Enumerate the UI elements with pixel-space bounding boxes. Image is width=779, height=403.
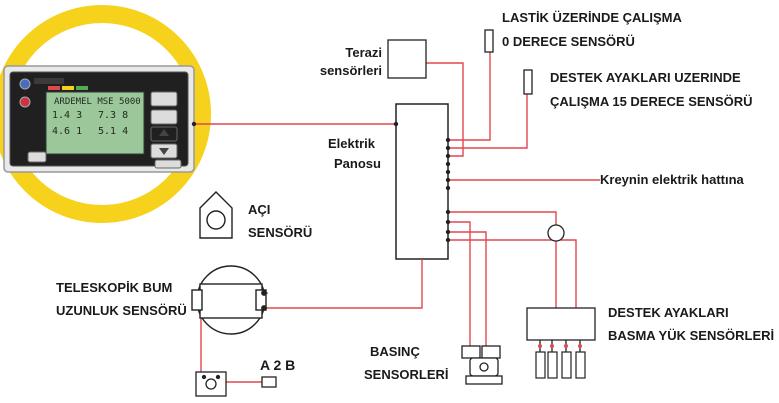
load-sensor-assembly — [526, 307, 596, 379]
label-panel-1: Elektrik — [328, 136, 375, 151]
a2b-switch — [195, 371, 277, 397]
label-lastik-2: 0 DERECE SENSÖRÜ — [502, 34, 635, 49]
panel-terminals — [191, 121, 451, 243]
test-button-icon — [27, 151, 47, 163]
label-basinc-1: BASINÇ — [370, 344, 420, 359]
menu-button-icon — [150, 109, 178, 125]
label-basinc-2: SENSORLERİ — [364, 367, 449, 382]
yellow-ring — [0, 5, 211, 223]
readout-1: 1.4 3 — [52, 110, 83, 121]
label-destek-calisma-2: ÇALIŞMA 15 DERECE SENSÖRÜ — [550, 94, 753, 109]
device-brand: ARDEMEL MSE 5000 — [54, 97, 141, 107]
elektrik-panosu-box — [395, 103, 449, 260]
destek-tilt-sensor — [523, 69, 533, 95]
lastik-tilt-sensor — [484, 29, 494, 53]
telescopic-boom-sensor — [191, 265, 267, 335]
label-destek-basma-1: DESTEK AYAKLARI — [608, 305, 729, 320]
label-terazi-1: Terazi — [345, 45, 382, 60]
readout-4: 5.1 4 — [98, 126, 129, 137]
pressure-sensors — [461, 345, 503, 385]
readout-2: 7.3 8 — [98, 110, 129, 121]
display-controller — [3, 65, 195, 173]
label-kreyn: Kreynin elektrik hattına — [600, 172, 744, 187]
fuse-icon — [547, 224, 565, 242]
label-lastik-1: LASTİK ÜZERİNDE ÇALIŞMA — [502, 10, 682, 25]
warning-light-icon — [19, 78, 31, 90]
lcd-screen — [45, 91, 145, 155]
terazi-sensor-box — [387, 39, 427, 79]
label-destek-calisma-1: DESTEK AYAKLARI UZERINDE — [550, 70, 741, 85]
warning-light-icon — [19, 96, 31, 108]
arrow-up-icon — [159, 129, 169, 136]
label-panel-2: Panosu — [334, 156, 381, 171]
label-aci-2: SENSÖRÜ — [248, 225, 313, 240]
label-terazi-2: sensörleri — [319, 63, 382, 78]
menu-button-icon — [150, 91, 178, 107]
readout-3: 4.6 1 — [52, 126, 83, 137]
label-aci-1: AÇI — [248, 202, 271, 217]
label-a2b: A 2 B — [260, 357, 296, 373]
label-destek-basma-2: BASMA YÜK SENSÖRLERİ — [608, 328, 775, 343]
label-teleskopik-1: TELESKOPİK BUM — [56, 280, 173, 295]
label-teleskopik-2: UZUNLUK SENSÖRÜ — [56, 303, 187, 318]
angle-sensor — [199, 191, 233, 239]
arrow-down-icon — [159, 148, 169, 155]
